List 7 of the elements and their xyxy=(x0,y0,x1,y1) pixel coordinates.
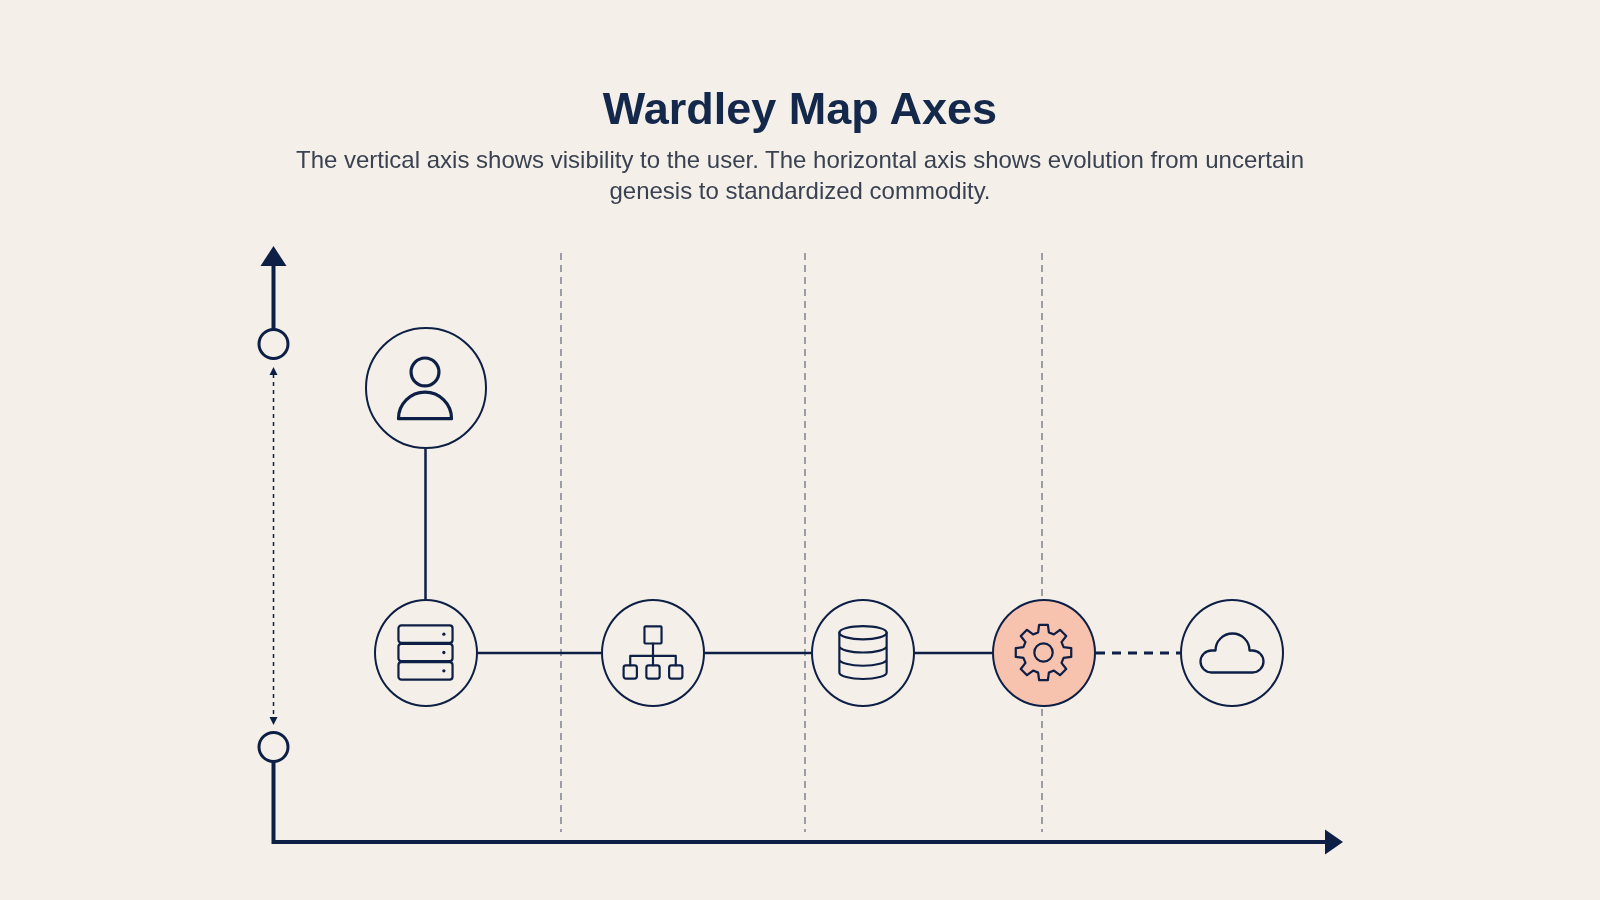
connector-line xyxy=(1096,651,1180,655)
title: Wardley Map Axes xyxy=(602,83,998,135)
connector-line xyxy=(424,449,427,599)
subtitle: The vertical axis shows visibility to the user. The horizontal axis shows evolution from uncertain genesis to standardized commodity. xyxy=(295,145,1305,206)
connector-line xyxy=(915,651,992,655)
connector-line xyxy=(705,651,811,655)
connector-line xyxy=(477,651,601,655)
